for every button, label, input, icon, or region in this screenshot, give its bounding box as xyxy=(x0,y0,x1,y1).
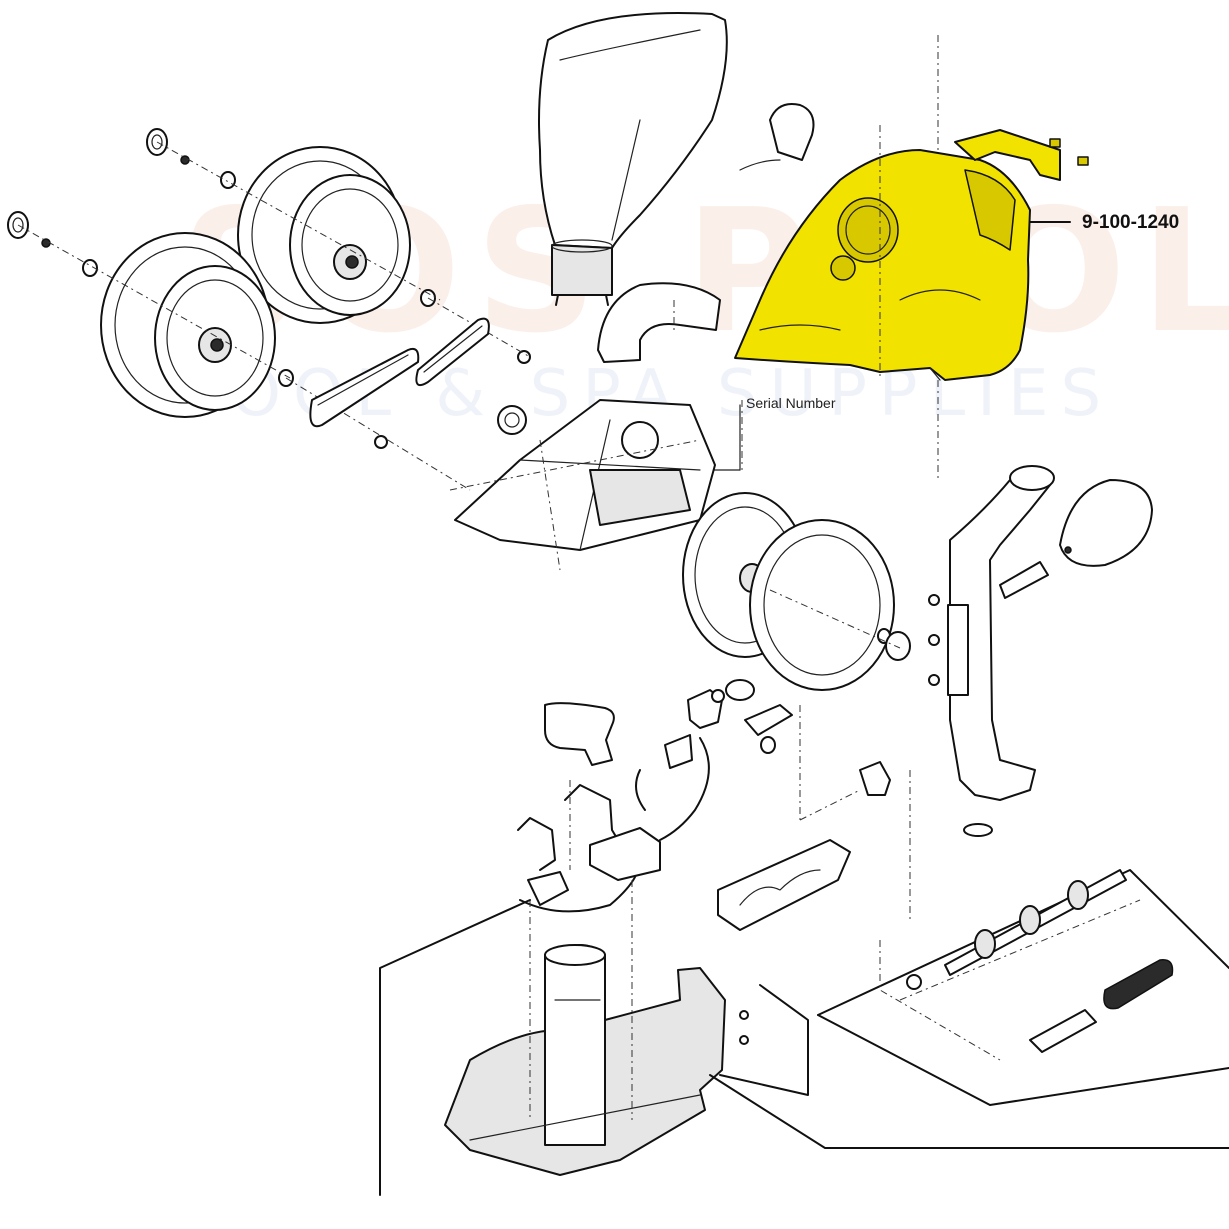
axle-hardware xyxy=(7,128,531,491)
hose-mast xyxy=(928,465,1153,837)
highlighted-body-part xyxy=(734,129,1089,381)
valve-fittings xyxy=(544,679,911,920)
base-housing xyxy=(444,880,749,1176)
filter-cartridge xyxy=(906,869,1174,1053)
assembly-frames xyxy=(379,869,1229,1196)
chassis-gearbox xyxy=(449,399,716,571)
rear-wheel-upper xyxy=(237,146,411,324)
guide-lines xyxy=(741,35,939,480)
mounting-clips xyxy=(517,784,661,913)
front-wheel-right xyxy=(749,519,895,691)
filter-tray xyxy=(717,839,851,931)
hood-cover xyxy=(597,282,721,363)
drive-belts xyxy=(309,317,490,428)
front-axle-hardware xyxy=(769,589,911,661)
part-number-label: 9-100-1240 xyxy=(1082,212,1179,233)
bag-clip xyxy=(739,103,815,171)
debris-bag xyxy=(538,12,728,306)
rear-wheel-lower xyxy=(100,232,276,418)
serial-number-label: Serial Number xyxy=(746,395,836,411)
